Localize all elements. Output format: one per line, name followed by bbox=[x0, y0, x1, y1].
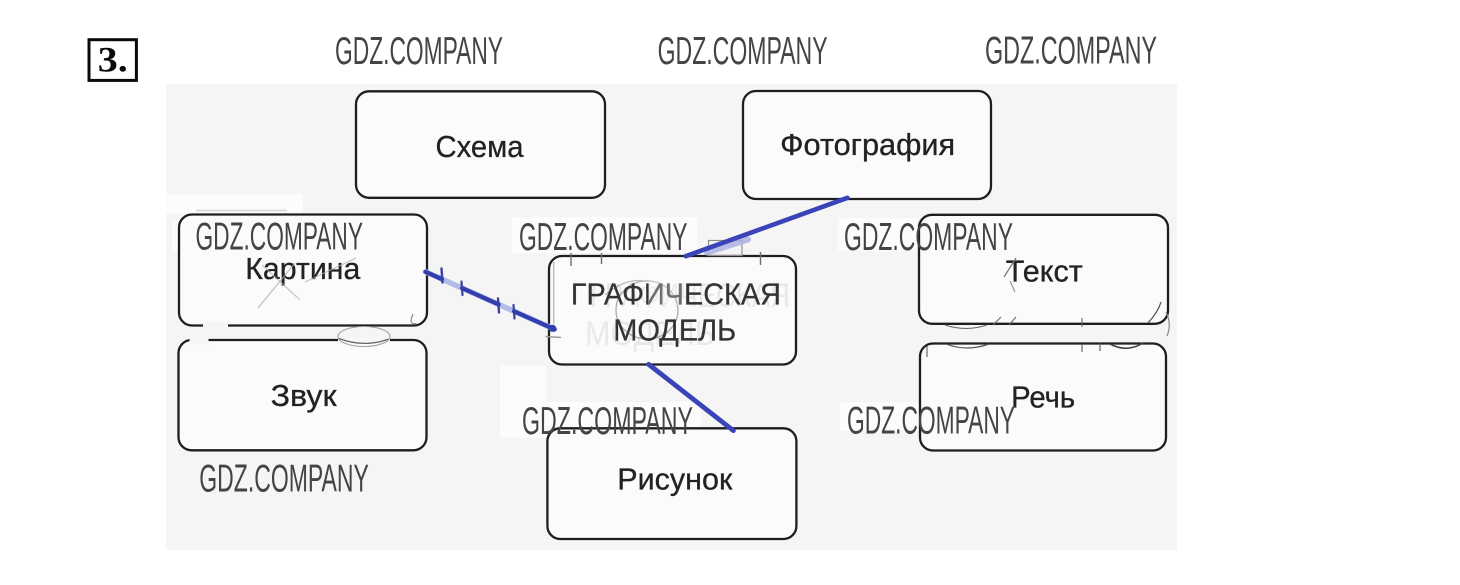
svg-text:GDZ.COMPANY: GDZ.COMPANY bbox=[847, 400, 1015, 443]
svg-text:GDZ.COMPANY: GDZ.COMPANY bbox=[196, 216, 364, 259]
svg-text:GDZ.COMPANY: GDZ.COMPANY bbox=[519, 216, 688, 259]
svg-text:GDZ.COMPANY: GDZ.COMPANY bbox=[335, 30, 503, 73]
svg-text:МОДЕЛЬ: МОДЕЛЬ bbox=[585, 315, 715, 353]
svg-text:Рисунок: Рисунок bbox=[617, 462, 733, 496]
svg-text:3.: 3. bbox=[98, 40, 128, 80]
svg-text:GDZ.COMPANY: GDZ.COMPANY bbox=[985, 30, 1157, 73]
svg-text:МОДЕЛЬ: МОДЕЛЬ bbox=[613, 313, 736, 347]
svg-text:Фотография: Фотография bbox=[780, 128, 955, 162]
svg-text:Речь: Речь bbox=[1011, 381, 1075, 415]
svg-text:Картина: Картина bbox=[245, 252, 360, 286]
svg-text:Текст: Текст bbox=[1006, 254, 1083, 288]
svg-text:Звук: Звук bbox=[271, 379, 338, 413]
svg-text:ГРАФИЧЕСКАЯ: ГРАФИЧЕСКАЯ bbox=[590, 277, 790, 315]
svg-text:ГРАФИЧЕСКАЯ: ГРАФИЧЕСКАЯ bbox=[571, 277, 781, 311]
svg-text:GDZ.COMPANY: GDZ.COMPANY bbox=[199, 458, 368, 501]
svg-text:GDZ.COMPANY: GDZ.COMPANY bbox=[658, 30, 828, 73]
svg-text:Схема: Схема bbox=[436, 130, 524, 164]
svg-text:GDZ.COMPANY: GDZ.COMPANY bbox=[522, 400, 693, 443]
svg-text:GDZ.COMPANY: GDZ.COMPANY bbox=[844, 216, 1013, 259]
